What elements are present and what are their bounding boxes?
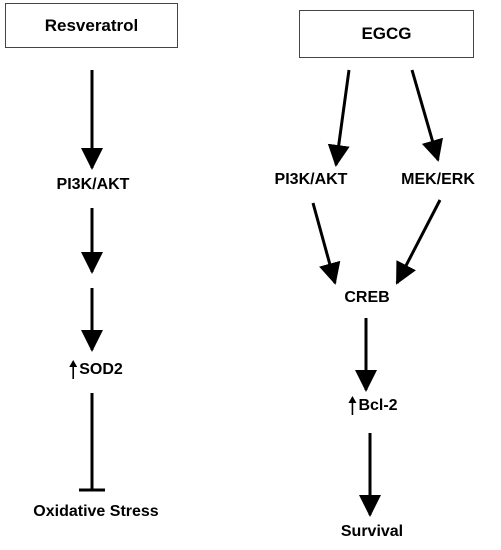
egcg-box: EGCG <box>299 10 474 58</box>
oxidative-stress-label: Oxidative Stress <box>33 503 159 520</box>
mek-erk-label: MEK/ERK <box>401 171 475 188</box>
survival-label: Survival <box>340 523 404 540</box>
sod2-label: SOD2 <box>69 360 123 380</box>
arrow-egcg-to-pi3k <box>327 69 351 167</box>
arrow-mek-to-creb <box>395 199 442 285</box>
right-pi3k-akt-label: PI3K/AKT <box>274 171 348 188</box>
arrow-egcg-to-mek <box>410 69 444 162</box>
egcg-label: EGCG <box>361 24 412 43</box>
resveratrol-label: Resveratrol <box>44 15 139 35</box>
creb-label: CREB <box>344 289 390 306</box>
resveratrol-box: Resveratrol <box>5 3 178 48</box>
up-arrow-icon <box>348 396 357 415</box>
up-arrow-icon <box>69 360 78 379</box>
bcl2-label: Bcl-2 <box>348 396 398 416</box>
left-pi3k-akt-label: PI3K/AKT <box>56 176 130 193</box>
arrow-pi3k-to-creb <box>311 202 341 285</box>
